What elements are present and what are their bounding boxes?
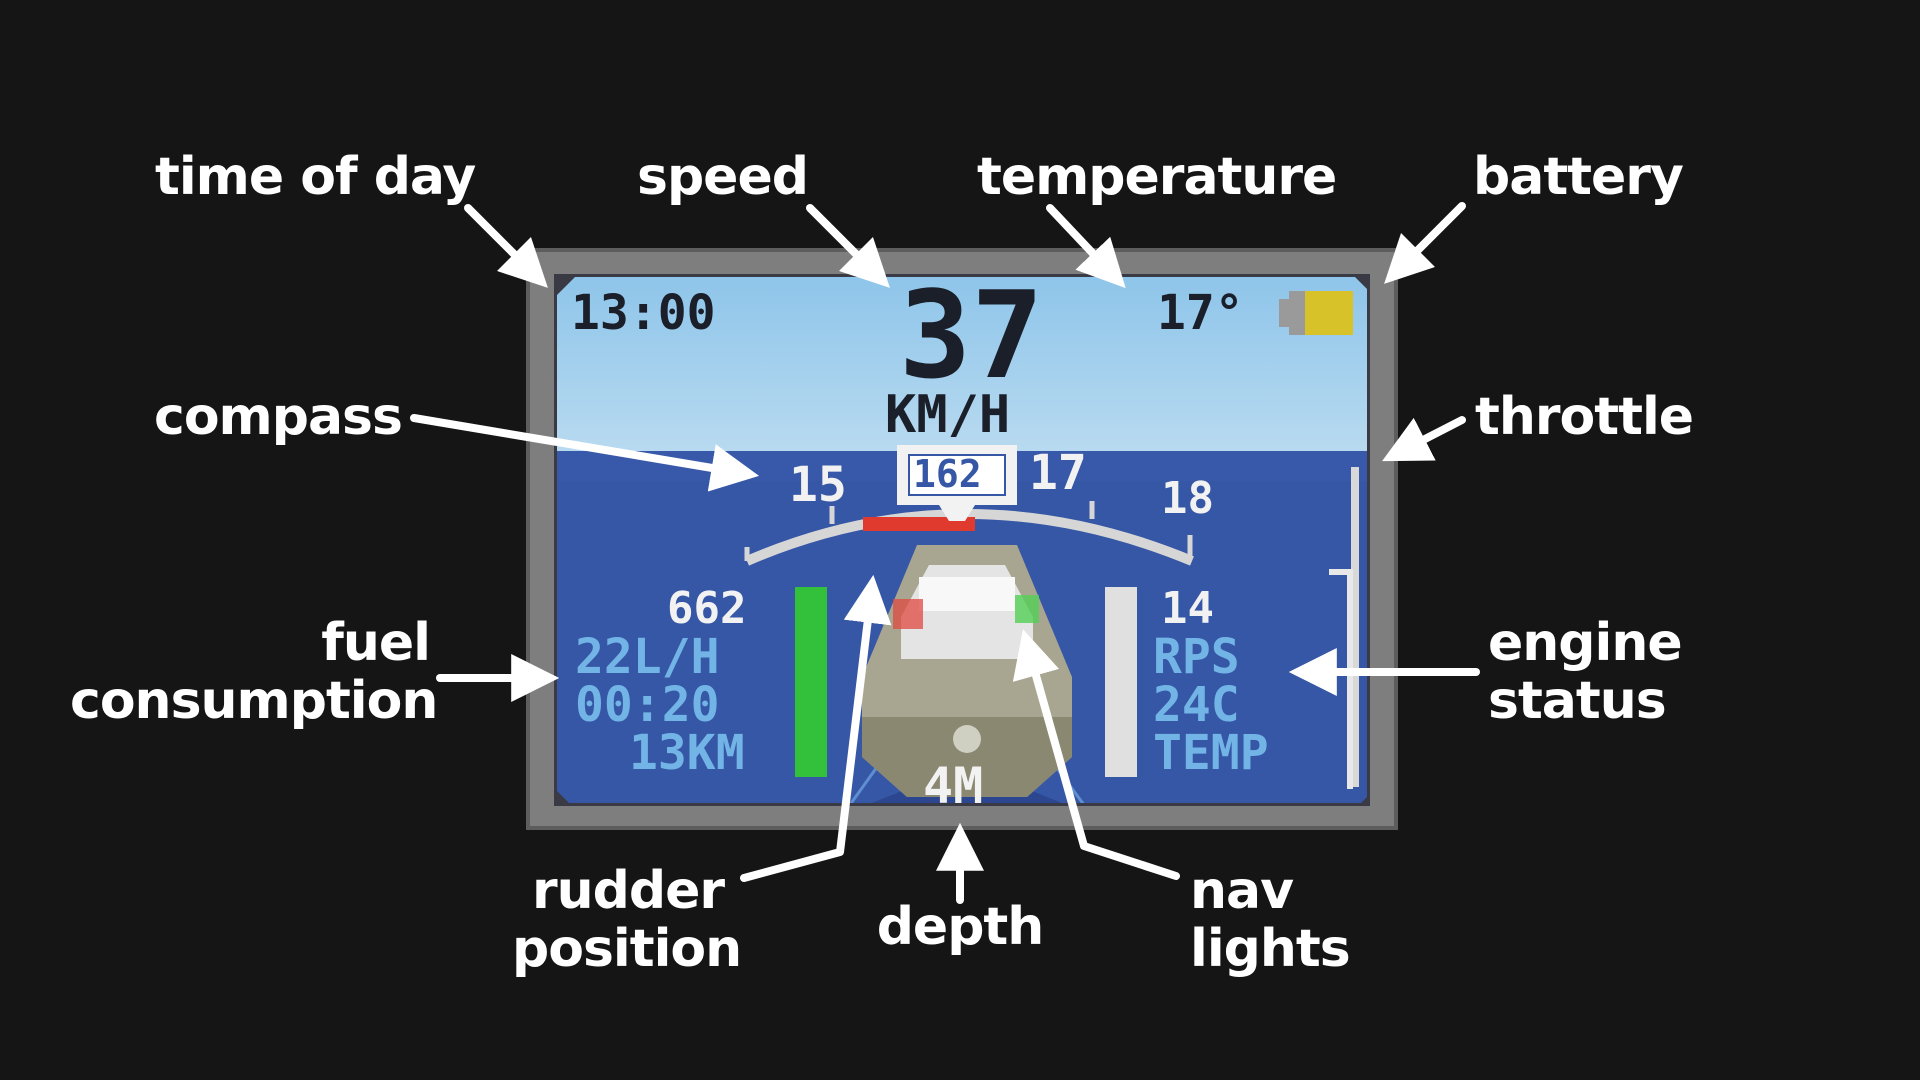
engine-temp-value: 24C: [1153, 677, 1240, 733]
hud-screen: 13:00 37 KM/H 17° 162 15 17 18 662 22L/H…: [554, 274, 1370, 806]
screen-corner: [557, 277, 575, 295]
engine-bar-fill: [1105, 587, 1137, 777]
boat-cabin-window: [919, 577, 1015, 611]
boat-motor: [953, 725, 981, 753]
label-rudder-line2: position: [512, 919, 742, 979]
label-nav-line2: lights: [1190, 919, 1351, 979]
label-fuel-consumption: fuel consumption: [70, 613, 438, 731]
label-battery: battery: [1473, 147, 1684, 207]
label-throttle: throttle: [1475, 387, 1694, 447]
rudder-indicator: [863, 517, 975, 531]
boat-hull-shade: [862, 717, 1072, 797]
arrow-temperature: [1046, 204, 1126, 289]
screen-corner: [1355, 277, 1367, 289]
arrow-battery: [1384, 202, 1466, 284]
label-rudder-position: rudder position: [512, 861, 742, 979]
label-depth: depth: [876, 897, 1045, 957]
compass-heading: 162: [913, 452, 982, 496]
label-nav-line1: nav: [1190, 861, 1294, 921]
label-fuel-line2: consumption: [70, 671, 438, 731]
screen-corner: [557, 791, 569, 803]
arrow-speed: [806, 204, 890, 288]
arrow-nav-lights: [1012, 629, 1180, 880]
label-temperature: temperature: [977, 147, 1337, 207]
label-rudder-line1: rudder: [532, 861, 725, 921]
engine-top-value: 14: [1161, 583, 1214, 634]
port-nav-light: [893, 599, 923, 629]
throttle-bracket-side: [1347, 569, 1353, 789]
compass-tick-15: 15: [789, 457, 847, 513]
boat-graphic: [849, 545, 1085, 803]
label-nav-lights: nav lights: [1190, 861, 1351, 979]
compass-tick-18: 18: [1161, 473, 1214, 524]
label-engine-line1: engine: [1488, 613, 1683, 673]
throttle-bracket: [1329, 569, 1353, 575]
arrow-rudder-position: [740, 574, 892, 882]
compass-heading-inner: [908, 454, 1006, 496]
label-engine-line2: status: [1488, 671, 1667, 731]
compass-heading-pointer: [939, 505, 975, 521]
label-fuel-line1: fuel: [321, 613, 431, 673]
fuel-range: 13KM: [629, 725, 745, 781]
arrow-throttle: [1382, 416, 1466, 462]
hud-sky: [557, 277, 1367, 451]
depth-readout: 4M: [923, 757, 984, 806]
compass-tick-17: 17: [1029, 445, 1087, 501]
starboard-nav-light: [1015, 595, 1039, 623]
screen-corner: [1361, 797, 1367, 803]
arrow-time-of-day: [464, 204, 548, 288]
hud-graphics: [557, 277, 1367, 803]
battery-cap: [1279, 299, 1289, 327]
throttle-track: [1351, 467, 1359, 787]
label-time-of-day: time of day: [155, 147, 476, 207]
fuel-top-value: 662: [667, 583, 747, 634]
time-of-day-readout: 13:00: [571, 285, 716, 341]
battery-fill: [1305, 291, 1353, 335]
arrow-compass: [410, 414, 760, 492]
fuel-bar-fill: [795, 587, 827, 777]
engine-rps-label: RPS: [1153, 629, 1240, 685]
engine-temp-label: TEMP: [1153, 725, 1269, 781]
temperature-readout: 17°: [1157, 285, 1244, 341]
fuel-rate: 22L/H: [575, 629, 720, 685]
speed-readout: 37: [899, 274, 1044, 406]
label-compass: compass: [154, 387, 403, 447]
label-engine-status: engine status: [1488, 613, 1683, 731]
label-speed: speed: [637, 147, 809, 207]
fuel-time-left: 00:20: [575, 677, 720, 733]
speed-unit: KM/H: [885, 385, 1011, 445]
